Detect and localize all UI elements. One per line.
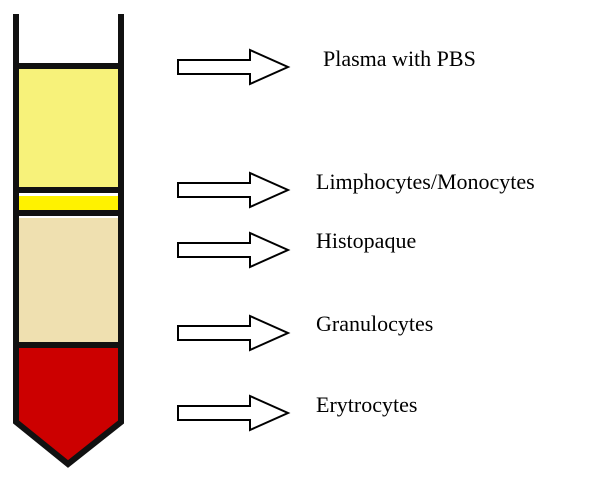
- label-erythrocytes: Erytrocytes: [316, 392, 417, 417]
- arrow-lymphocytes-icon: [177, 171, 291, 209]
- arrow-erythrocytes-icon: [177, 394, 291, 432]
- label-histopaque: Histopaque: [316, 228, 416, 253]
- arrow-histopaque-icon: [177, 231, 291, 269]
- plasma-layer: [16, 66, 121, 188]
- erythrocyte-layer: [16, 348, 121, 464]
- histopaque-layer: [16, 218, 121, 342]
- label-lymphocytes: Limphocytes/Monocytes: [316, 169, 535, 194]
- label-plasma: Plasma with PBS: [323, 46, 476, 71]
- test-tube: [13, 14, 124, 468]
- label-granulocytes: Granulocytes: [316, 311, 433, 336]
- tube-outline: [13, 14, 124, 468]
- arrow-plasma-icon: [177, 48, 291, 86]
- labels: Plasma with PBS Limphocytes/Monocytes Hi…: [316, 46, 535, 417]
- arrow-granulocytes-icon: [177, 314, 291, 352]
- lymphocyte-band: [16, 196, 121, 210]
- arrows: [177, 48, 291, 432]
